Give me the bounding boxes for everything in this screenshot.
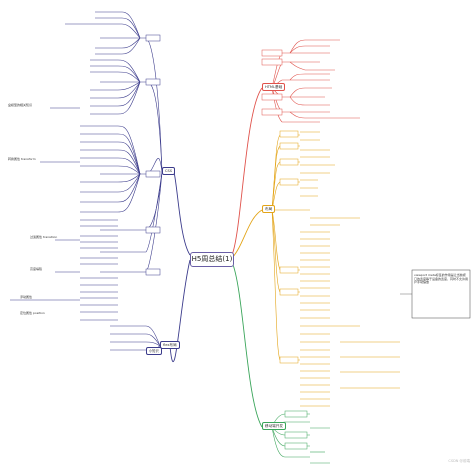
note-transform: 转换属性 transform: [8, 157, 36, 161]
note-float: 浮动属性: [20, 295, 33, 299]
branch-html[interactable]: HTML基础: [262, 83, 286, 91]
branch-misc[interactable]: 小知识: [146, 347, 162, 355]
note-box-model: 盒模型的相关知识: [8, 103, 33, 107]
branch-mobile[interactable]: 移动端开发: [262, 422, 286, 430]
node-box: [145, 226, 161, 234]
note-position: 定位属性 position: [20, 311, 45, 315]
branch-flex[interactable]: flex布局: [160, 341, 180, 349]
viewport-note: viewport meta标签的作用是让当前视口的宽度等于设备的宽度，同时不允许…: [414, 273, 469, 285]
node-box: [261, 49, 283, 57]
node-box: [145, 170, 161, 178]
node-box: [145, 34, 161, 42]
node-box: [145, 268, 161, 276]
node-box: [279, 130, 299, 138]
center-node[interactable]: H5周总结(1): [190, 252, 234, 267]
node-box: [284, 410, 308, 418]
node-box: [261, 93, 283, 101]
node-box: [261, 58, 283, 66]
watermark: CSDN @前端: [448, 459, 470, 463]
node-box: [279, 288, 299, 296]
node-box: [279, 266, 299, 274]
node-box: [284, 431, 308, 439]
node-box: [145, 78, 161, 86]
node-box: [261, 108, 283, 116]
node-box: [279, 178, 299, 186]
node-box: [279, 142, 299, 150]
node-box: [284, 442, 308, 450]
branch-layout[interactable]: 布局: [262, 205, 276, 213]
node-box: [279, 158, 299, 166]
note-collapse: 高度塌陷: [30, 267, 43, 271]
node-box: [279, 356, 299, 364]
branch-css[interactable]: CSS: [162, 167, 176, 175]
note-transition: 过渡属性 transition: [30, 235, 58, 239]
